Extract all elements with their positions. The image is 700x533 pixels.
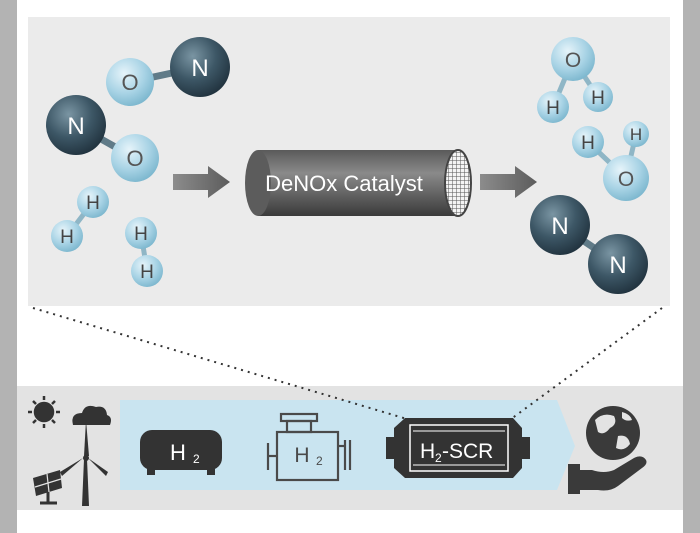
atom-h [583, 82, 613, 112]
catalyst-label: DeNOx Catalyst [265, 171, 423, 196]
catalyst-mesh [444, 149, 472, 217]
h2o-molecule-lower: O H H [572, 121, 649, 201]
reaction-arrow-out [480, 166, 537, 198]
engine-subscript: 2 [316, 454, 323, 468]
atom-h [131, 255, 163, 287]
earth-in-hand-icon [568, 406, 647, 494]
atom-n [530, 195, 590, 255]
atom-label: N [551, 213, 568, 240]
wind-turbine-icon [60, 420, 108, 506]
h2-molecule-left: H H [51, 186, 109, 252]
zoom-line-left [32, 307, 445, 431]
scr-subscript: 2 [435, 451, 442, 465]
atom-label: O [618, 168, 634, 191]
reaction-arrow-in [173, 166, 230, 198]
atom-label: H [134, 224, 148, 245]
atom-label: H [581, 133, 595, 154]
tank-label: H [170, 440, 186, 465]
atom-n [46, 95, 106, 155]
solar-panel-icon [33, 470, 62, 505]
no-molecule-upper: O N [106, 37, 230, 106]
scr-label-rest: -SCR [442, 440, 493, 463]
atom-label: O [126, 146, 143, 171]
atom-o [603, 155, 649, 201]
atom-o [111, 134, 159, 182]
atom-o [551, 37, 595, 81]
atom-h [537, 91, 569, 123]
cloud-icon [72, 405, 111, 425]
atom-label: H [591, 88, 605, 109]
atom-o [106, 58, 154, 106]
atom-label: H [546, 98, 560, 119]
sun-icon [28, 396, 60, 428]
h2-molecule-right: H H [125, 217, 163, 287]
atom-h [623, 121, 649, 147]
atom-label: H [140, 262, 154, 283]
n2-molecule: N N [530, 195, 648, 294]
denox-catalyst: DeNOx Catalyst [245, 149, 472, 217]
no-molecule-lower: N O [46, 95, 159, 182]
atom-label: O [121, 70, 138, 95]
atom-n [588, 234, 648, 294]
scr-catalyst-icon: H 2 -SCR [386, 418, 530, 478]
atom-label: N [67, 113, 84, 140]
atom-label: H [630, 125, 642, 144]
atom-label: N [609, 252, 626, 279]
atom-h [51, 220, 83, 252]
atom-h [77, 186, 109, 218]
atom-h [572, 126, 604, 158]
atom-h [125, 217, 157, 249]
atom-label: O [565, 49, 581, 72]
atom-label: H [86, 193, 100, 214]
engine-icon [266, 412, 352, 482]
atom-label: H [60, 227, 74, 248]
h2o-molecule-upper: O H H [537, 37, 613, 123]
atom-label: N [191, 55, 208, 82]
scr-label-h: H [420, 440, 435, 463]
hydrogen-tank-icon: H 2 [140, 430, 222, 475]
engine-label: H [294, 444, 309, 467]
atom-n [170, 37, 230, 97]
tank-subscript: 2 [193, 452, 200, 466]
